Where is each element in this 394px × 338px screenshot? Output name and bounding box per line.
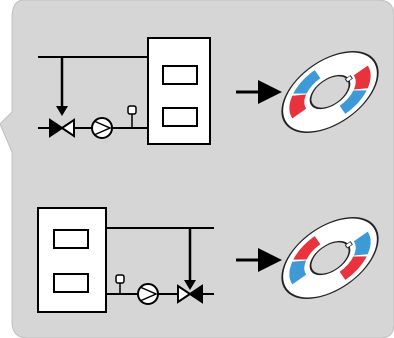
sensor-icon — [115, 274, 125, 294]
controller-unit — [37, 207, 107, 313]
ring-segment-cold — [293, 70, 321, 94]
controller-slot-lower — [162, 107, 198, 127]
flow-arrow-down-icon — [184, 280, 196, 290]
ring-segment-hot — [353, 65, 371, 90]
ring-segment-hot — [293, 236, 321, 260]
dial-ring-icon — [281, 51, 379, 133]
controller-slot-upper — [53, 229, 89, 249]
valve-icon — [49, 118, 75, 138]
controller-slot-lower — [53, 273, 89, 293]
ring-segment-cold — [289, 260, 307, 285]
ring-segment-hot — [289, 94, 307, 119]
flow-arrow-down-icon — [56, 106, 68, 116]
ring-segment-cold — [339, 90, 367, 114]
ring-segment-hot — [339, 256, 367, 280]
pump-icon — [91, 117, 113, 139]
valve-icon — [177, 284, 203, 304]
dial-ring-icon — [281, 217, 379, 299]
diagram-bottom — [37, 207, 379, 313]
sensor-icon — [127, 105, 137, 128]
controller-unit — [147, 37, 211, 145]
controller-slot-upper — [162, 65, 198, 85]
diagram-top — [38, 37, 379, 145]
pump-icon — [137, 283, 159, 305]
ring-segment-cold — [353, 231, 371, 256]
